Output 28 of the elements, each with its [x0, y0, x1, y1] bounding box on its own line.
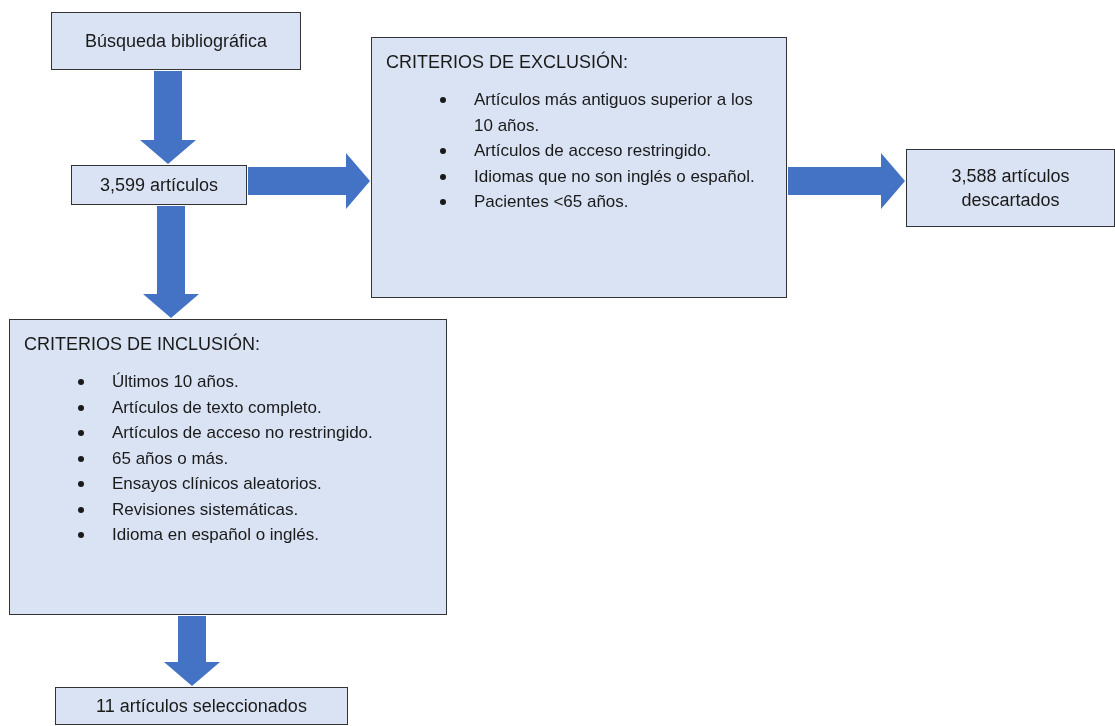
bullet-item: Ensayos clínicos aleatorios. [112, 474, 322, 493]
bullet-item: Artículos más antiguos superior a los 10 años. [474, 90, 753, 135]
box-label: 3,588 artículos descartados [950, 164, 1071, 212]
process-box [55, 687, 348, 725]
block-arrow [140, 71, 196, 164]
bullet-item: 65 años o más. [112, 448, 229, 468]
block-arrow [143, 206, 199, 318]
bullet-item: Últimos 10 años. [112, 372, 239, 391]
bullet-item: Idiomas que no son inglés o español. [474, 166, 755, 186]
bullet-item: Idioma en español o inglés. [112, 525, 319, 544]
process-box [51, 12, 301, 70]
process-box [906, 149, 1115, 227]
process-box [71, 165, 247, 205]
box-label: 3,599 artículos [99, 173, 219, 197]
bullet-item: Pacientes <65 años. [474, 192, 629, 211]
box-heading: CRITERIOS DE EXCLUSIÓN: [386, 52, 630, 73]
process-box [9, 319, 447, 615]
block-arrow [164, 616, 220, 686]
block-arrow [248, 153, 370, 209]
bullet-item: Artículos de acceso no restringido. [112, 423, 373, 442]
bullet-item: Artículos de texto completo. [112, 397, 322, 417]
process-box [371, 37, 787, 298]
box-heading: CRITERIOS DE INCLUSIÓN: [24, 334, 262, 355]
box-label: Búsqueda bibliográfica [84, 29, 268, 53]
bullet-item: Artículos de acceso restringido. [474, 141, 712, 160]
bullet-item: Revisiones sistemáticas. [112, 499, 299, 519]
box-label: 11 artículos seleccionados [96, 694, 307, 718]
block-arrow [788, 153, 905, 209]
